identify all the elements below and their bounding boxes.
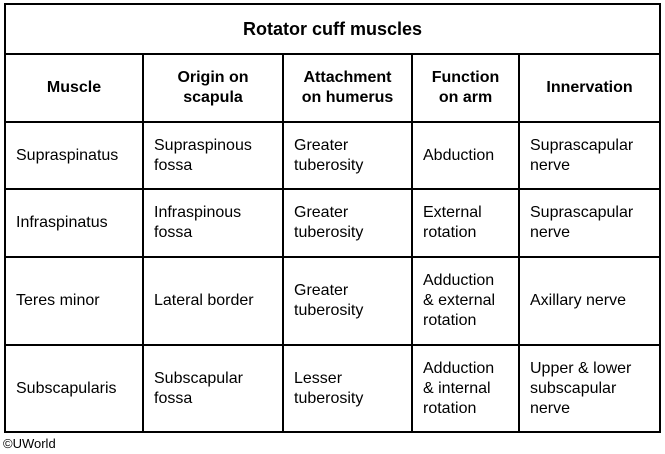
table-row-teres-minor: Teres minor Lateral border Greater tuber… xyxy=(4,256,662,346)
cell-function: Adduction & internal rotation xyxy=(411,344,520,433)
cell-muscle: Teres minor xyxy=(4,256,144,346)
column-header-attachment: Attachment on humerus xyxy=(282,53,413,123)
cell-origin: Infraspinous fossa xyxy=(142,188,284,258)
column-header-muscle: Muscle xyxy=(4,53,144,123)
cell-attachment: Greater tuberosity xyxy=(282,188,413,258)
cell-muscle: Infraspinatus xyxy=(4,188,144,258)
copyright-attribution: ©UWorld xyxy=(3,436,56,451)
cell-innervation: Axillary nerve xyxy=(517,256,662,346)
cell-function: Abduction xyxy=(411,121,520,190)
cell-attachment: Greater tuberosity xyxy=(282,256,413,346)
cell-innervation: Suprascapular nerve xyxy=(517,188,662,258)
cell-function: Adduction & external rotation xyxy=(411,256,520,346)
cell-function: External rotation xyxy=(411,188,520,258)
table-row-infraspinatus: Infraspinatus Infraspinous fossa Greater… xyxy=(4,188,662,258)
table-title: Rotator cuff muscles xyxy=(3,3,662,55)
cell-attachment: Greater tuberosity xyxy=(282,121,413,190)
table-row-subscapularis: Subscapularis Subscapular fossa Lesser t… xyxy=(4,344,662,433)
cell-muscle: Supraspinatus xyxy=(4,121,144,190)
column-header-origin: Origin on scapula xyxy=(142,53,284,123)
cell-attachment: Lesser tuberosity xyxy=(282,344,413,433)
column-header-innervation: Innervation xyxy=(517,53,662,123)
cell-origin: Supraspinous fossa xyxy=(142,121,284,190)
cell-origin: Lateral border xyxy=(142,256,284,346)
column-header-function: Function on arm xyxy=(411,53,520,123)
table-title-row: Rotator cuff muscles xyxy=(3,3,662,55)
cell-innervation: Upper & lower subscapular nerve xyxy=(517,344,662,433)
cell-innervation: Suprascapular nerve xyxy=(517,121,662,190)
cell-muscle: Subscapularis xyxy=(4,344,144,433)
cell-origin: Subscapular fossa xyxy=(142,344,284,433)
table-row-supraspinatus: Supraspinatus Supraspinous fossa Greater… xyxy=(4,121,662,190)
rotator-cuff-table: Rotator cuff muscles Muscle Origin on sc… xyxy=(3,3,662,433)
table-header-row: Muscle Origin on scapula Attachment on h… xyxy=(4,53,662,123)
